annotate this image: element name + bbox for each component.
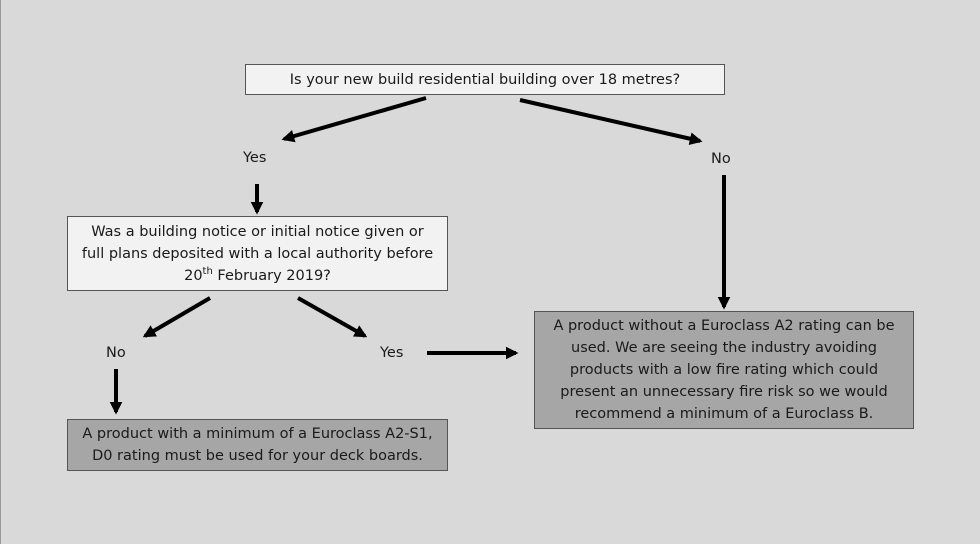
- question-box-notice-date: Was a building notice or initial notice …: [67, 216, 448, 291]
- arrow-q2-to-yes: [297, 296, 368, 338]
- label-yes-notice: Yes: [380, 345, 404, 361]
- arrow-q2-to-no: [142, 296, 212, 338]
- result-no-a2-text: A product without a Euroclass A2 rating …: [553, 318, 895, 422]
- result-box-no-a2: A product without a Euroclass A2 rating …: [534, 311, 914, 429]
- question-height-text: Is your new build residential building o…: [289, 71, 681, 88]
- arrow-q1-to-no: [519, 98, 703, 145]
- question-notice-text: Was a building notice or initial notice …: [81, 223, 434, 284]
- result-box-a2-s1: A product with a minimum of a Euroclass …: [67, 419, 448, 471]
- label-yes-height: Yes: [243, 150, 267, 166]
- label-no-height: No: [711, 151, 731, 167]
- arrow-q1-to-yes: [281, 96, 427, 143]
- result-a2-s1-text: A product with a minimum of a Euroclass …: [82, 426, 433, 464]
- left-border: [0, 0, 1, 544]
- label-no-notice: No: [106, 345, 126, 361]
- question-box-height: Is your new build residential building o…: [245, 64, 725, 95]
